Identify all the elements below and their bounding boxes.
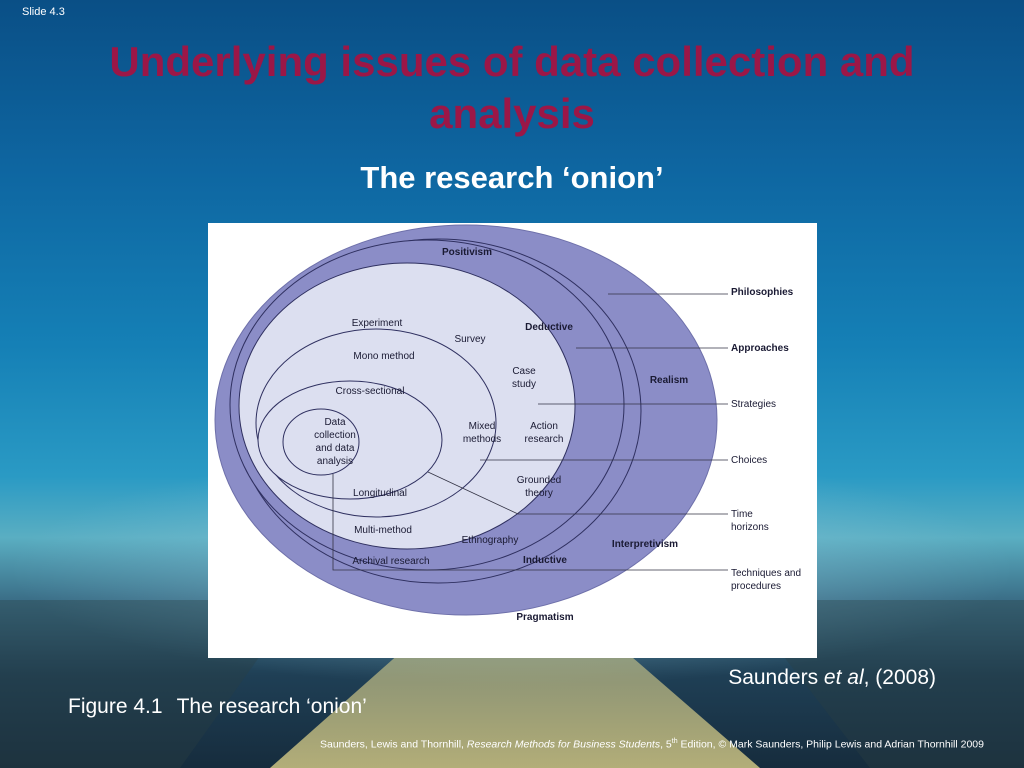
label-survey: Survey (454, 334, 485, 345)
citation-etal: et al (823, 666, 864, 689)
label-archival-research: Archival research (352, 556, 429, 567)
research-onion-figure: Positivism Realism Interpretivism Pragma… (208, 223, 817, 658)
label-mono-method: Mono method (353, 351, 414, 362)
footer-copyright: Saunders, Lewis and Thornhill, Research … (320, 738, 984, 751)
label-positivism: Positivism (442, 247, 492, 258)
legend-philosophies: Philosophies (731, 287, 794, 298)
footer-authors: Saunders, Lewis and Thornhill, (319, 738, 467, 751)
label-longitudinal: Longitudinal (353, 488, 407, 499)
label-inductive: Inductive (523, 555, 567, 566)
slide-number: Slide 4.3 (22, 6, 65, 18)
citation: Saunders et al, (2008) (728, 666, 936, 690)
citation-authors: Saunders (728, 666, 824, 689)
footer-book-title: Research Methods for Business Students (466, 738, 661, 751)
footer-edition-sup: th (671, 738, 678, 745)
label-deductive: Deductive (525, 322, 573, 333)
label-realism: Realism (650, 375, 688, 386)
label-multi-method: Multi-method (354, 525, 412, 536)
label-cross-sectional: Cross-sectional (336, 386, 405, 397)
figure-title: The research ‘onion’ (176, 695, 367, 718)
label-pragmatism: Pragmatism (516, 612, 573, 623)
leader-line-techniques (332, 474, 728, 571)
ring-core (282, 408, 360, 476)
footer-rest: Edition, © Mark Saunders, Philip Lewis a… (677, 738, 984, 751)
label-interpretivism: Interpretivism (612, 539, 678, 550)
slide-subtitle: The research ‘onion’ (360, 160, 664, 195)
figure-caption: Figure 4.1 The research ‘onion’ (68, 695, 367, 719)
legend-approaches: Approaches (731, 343, 789, 354)
citation-year: , (2008) (863, 666, 936, 689)
legend-strategies: Strategies (731, 399, 776, 410)
leader-line-time-horizons (427, 471, 728, 515)
research-onion-diagram: Positivism Realism Interpretivism Pragma… (214, 224, 801, 623)
label-ethnography: Ethnography (462, 535, 519, 546)
label-experiment: Experiment (352, 318, 403, 329)
footer-edition: , 5 (660, 738, 672, 751)
figure-number: Figure 4.1 (68, 695, 163, 718)
legend-choices: Choices (731, 455, 767, 466)
slide-title: Underlying issues of data collection and… (109, 38, 915, 137)
